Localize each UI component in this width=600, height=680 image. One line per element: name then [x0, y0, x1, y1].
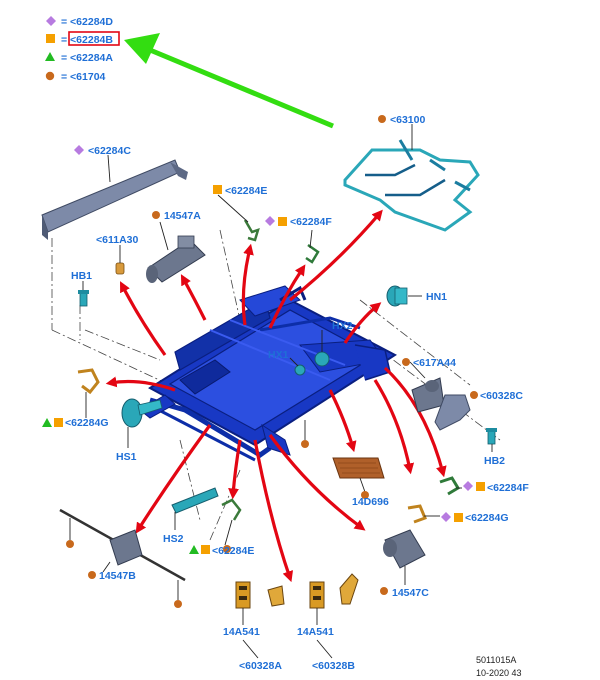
shaft-part-HS2: [171, 487, 219, 514]
callout-HS2: HS2: [163, 533, 184, 545]
legend-label-diamond: = <62284D: [61, 16, 113, 28]
diamond-icon: [74, 145, 84, 155]
dot-icon: [223, 545, 231, 553]
part-HX1: [294, 364, 306, 376]
callout-14D696: 14D696: [352, 496, 389, 508]
dot-icon: [45, 71, 55, 81]
track-part-14547B: [59, 508, 186, 582]
dot-icon: [470, 391, 478, 399]
bracket-part-60328C: [434, 394, 471, 431]
legend-label-square: = <62284B: [61, 34, 113, 46]
callout-HX2: HX2: [332, 320, 353, 332]
bracket-part-60328A: [267, 585, 285, 607]
shaft-part-HS1: [121, 398, 163, 428]
square-icon: [46, 34, 55, 43]
seat-frame: [139, 285, 397, 462]
part-HX2: [314, 351, 330, 367]
wire-mat-part: [343, 139, 480, 232]
callout-62284F-top: <62284F: [290, 216, 332, 228]
callout-62284F-right: <62284F: [487, 482, 529, 494]
clip-part-62284F-right: [439, 476, 461, 496]
dot-icon: [402, 358, 410, 366]
clip-part-62284E-bottom: [221, 498, 242, 521]
callout-14547A: 14547A: [164, 210, 201, 222]
clip-part-62284E-top: [243, 219, 260, 242]
rail-part-62284C: [41, 159, 188, 240]
motor-part-14547A: [146, 235, 206, 283]
clip-part-62284F-top: [305, 243, 320, 264]
clip-part-62284G-right: [407, 504, 427, 524]
callout-63100: <63100: [390, 114, 425, 126]
leader-lines: [69, 124, 493, 659]
connector-part-14A541-left: [235, 581, 251, 609]
bracket-part-60328B: [339, 573, 359, 605]
callout-62284G-left: <62284G: [65, 417, 109, 429]
square-icon: [476, 482, 485, 491]
callout-HB2: HB2: [484, 455, 505, 467]
clip-part-62284G-left: [77, 368, 100, 395]
dot-icon: [88, 571, 96, 579]
callout-617A44: <617A44: [413, 357, 456, 369]
square-icon: [278, 217, 287, 226]
dot-icon: [301, 440, 309, 448]
callout-60328A: <60328A: [239, 660, 282, 672]
bolt-part-HB2: [486, 428, 497, 445]
triangle-icon: [45, 52, 55, 61]
callout-14A541-left: 14A541: [223, 626, 260, 638]
square-icon: [213, 185, 222, 194]
triangle-icon: [42, 418, 52, 427]
diamond-icon: [46, 16, 56, 26]
highlight-box: [68, 31, 120, 46]
callout-60328B: <60328B: [312, 660, 355, 672]
triangle-icon: [189, 545, 199, 554]
dot-icon: [380, 587, 388, 595]
callout-HS1: HS1: [116, 451, 137, 463]
reference-line-1: 5011015A: [476, 655, 516, 665]
callout-62284G-right: <62284G: [465, 512, 509, 524]
diamond-icon: [265, 216, 275, 226]
pad-part-14D696: [332, 457, 385, 479]
nut-part-HN1: [386, 285, 408, 307]
callout-14547C: 14547C: [392, 587, 429, 599]
square-icon: [54, 418, 63, 427]
dot-icon: [174, 600, 182, 608]
callout-HB1: HB1: [71, 270, 92, 282]
dot-icon: [361, 491, 369, 499]
callout-symbols: [42, 115, 485, 608]
red-arrows: [105, 209, 447, 583]
reference-line-2: 10-2020 43: [476, 668, 522, 678]
callout-60328C: <60328C: [480, 390, 523, 402]
clip-part-611A30: [115, 262, 125, 275]
dot-icon: [152, 211, 160, 219]
diamond-icon: [463, 481, 473, 491]
bolt-part-HB1: [78, 290, 89, 307]
motor-part-14547C: [383, 529, 426, 569]
legend-label-dot: = <61704: [61, 71, 106, 83]
square-icon: [201, 545, 210, 554]
callout-62284C: <62284C: [88, 145, 131, 157]
callout-HN1: HN1: [426, 291, 447, 303]
callout-62284E-top: <62284E: [225, 185, 267, 197]
motor-part-617A44: [411, 377, 445, 413]
reference-code: 5011015A 10-2020 43: [476, 655, 522, 678]
callout-611A30: <611A30: [96, 234, 138, 246]
square-icon: [454, 513, 463, 522]
dot-icon: [378, 115, 386, 123]
callout-HX1: HX1: [268, 349, 289, 361]
callout-14A541-right: 14A541: [297, 626, 334, 638]
legend-label-triangle: = <62284A: [61, 52, 113, 64]
green-arrow: [124, 33, 334, 129]
legend: = <62284D = <62284B = <62284A = <61704: [45, 16, 120, 83]
callout-14547B: 14547B: [99, 570, 136, 582]
callout-labels: <63100 <62284C <62284E 14547A <62284F <6…: [65, 114, 529, 672]
dot-icon: [66, 540, 74, 548]
callout-62284E-bottom: <62284E: [212, 545, 254, 557]
connector-part-14A541-right: [309, 581, 325, 609]
diamond-icon: [441, 512, 451, 522]
